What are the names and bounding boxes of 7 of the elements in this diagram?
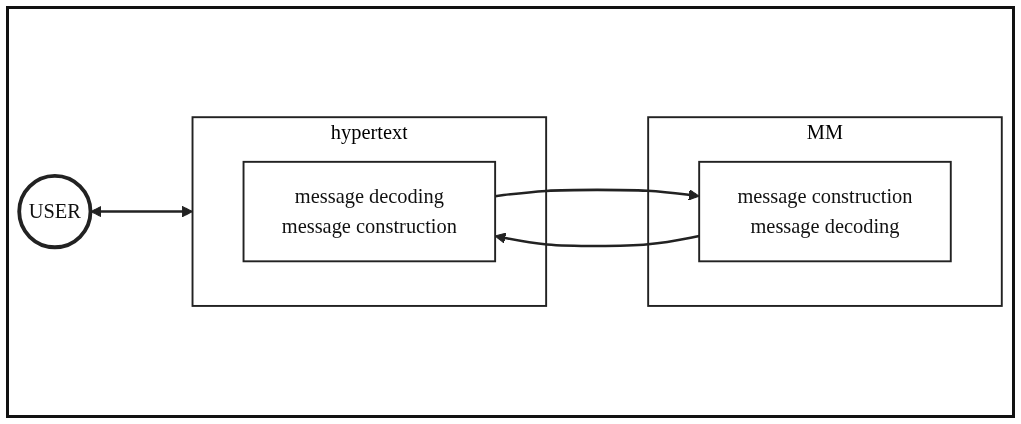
node-box [242, 161, 497, 263]
arrow [495, 189, 700, 201]
cluster [647, 116, 1003, 308]
node-box [698, 161, 952, 263]
diagram-frame: hypertext MM USER message decoding message construction message construction message decoding [6, 6, 1015, 418]
cluster [191, 116, 548, 308]
node-circle [17, 174, 93, 250]
